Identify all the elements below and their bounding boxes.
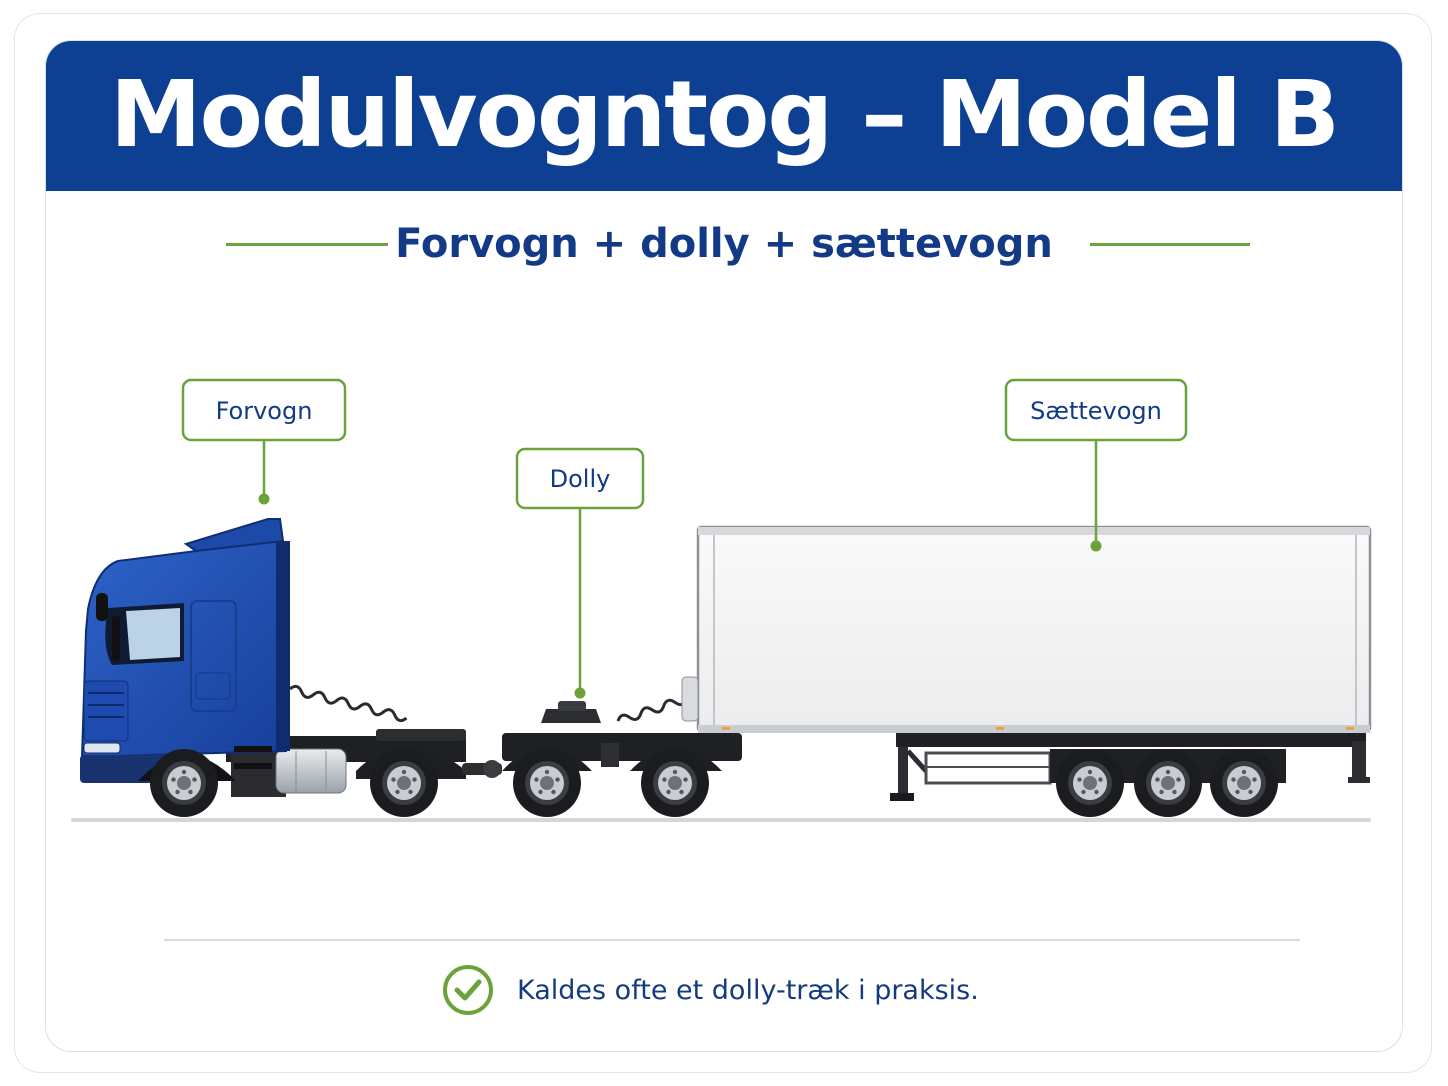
diagram-card: Modulvogntog – Model B Forvogn + dolly +… xyxy=(45,40,1403,1052)
label-forvogn: Forvogn xyxy=(216,397,313,425)
page-title: Modulvogntog – Model B xyxy=(110,61,1340,168)
header-banner: Modulvogntog – Model B xyxy=(46,41,1402,191)
ground-shadow xyxy=(71,818,1371,822)
label-saettevogn: Sættevogn xyxy=(1030,397,1162,425)
subtitle: Forvogn + dolly + sættevogn xyxy=(395,221,1053,267)
footer-note-text: Kaldes ofte et dolly-træk i praksis. xyxy=(517,975,979,1006)
callout-dolly: Dolly xyxy=(515,447,645,699)
vehicle-illustration: Forvogn Dolly Sættevogn xyxy=(71,378,1372,822)
subtitle-line-left xyxy=(226,243,388,246)
subtitle-row: Forvogn + dolly + sættevogn xyxy=(46,215,1402,275)
label-dolly: Dolly xyxy=(550,465,611,493)
footer-separator xyxy=(164,939,1300,941)
tractor-unit xyxy=(80,518,502,797)
callout-forvogn: Forvogn xyxy=(181,378,347,505)
check-circle-icon xyxy=(443,965,493,1015)
callout-saettevogn: Sættevogn xyxy=(1004,378,1188,552)
footer-note: Kaldes ofte et dolly-træk i praksis. xyxy=(441,963,1141,1019)
subtitle-line-right xyxy=(1090,243,1250,246)
semi-trailer-unit xyxy=(681,525,1372,801)
